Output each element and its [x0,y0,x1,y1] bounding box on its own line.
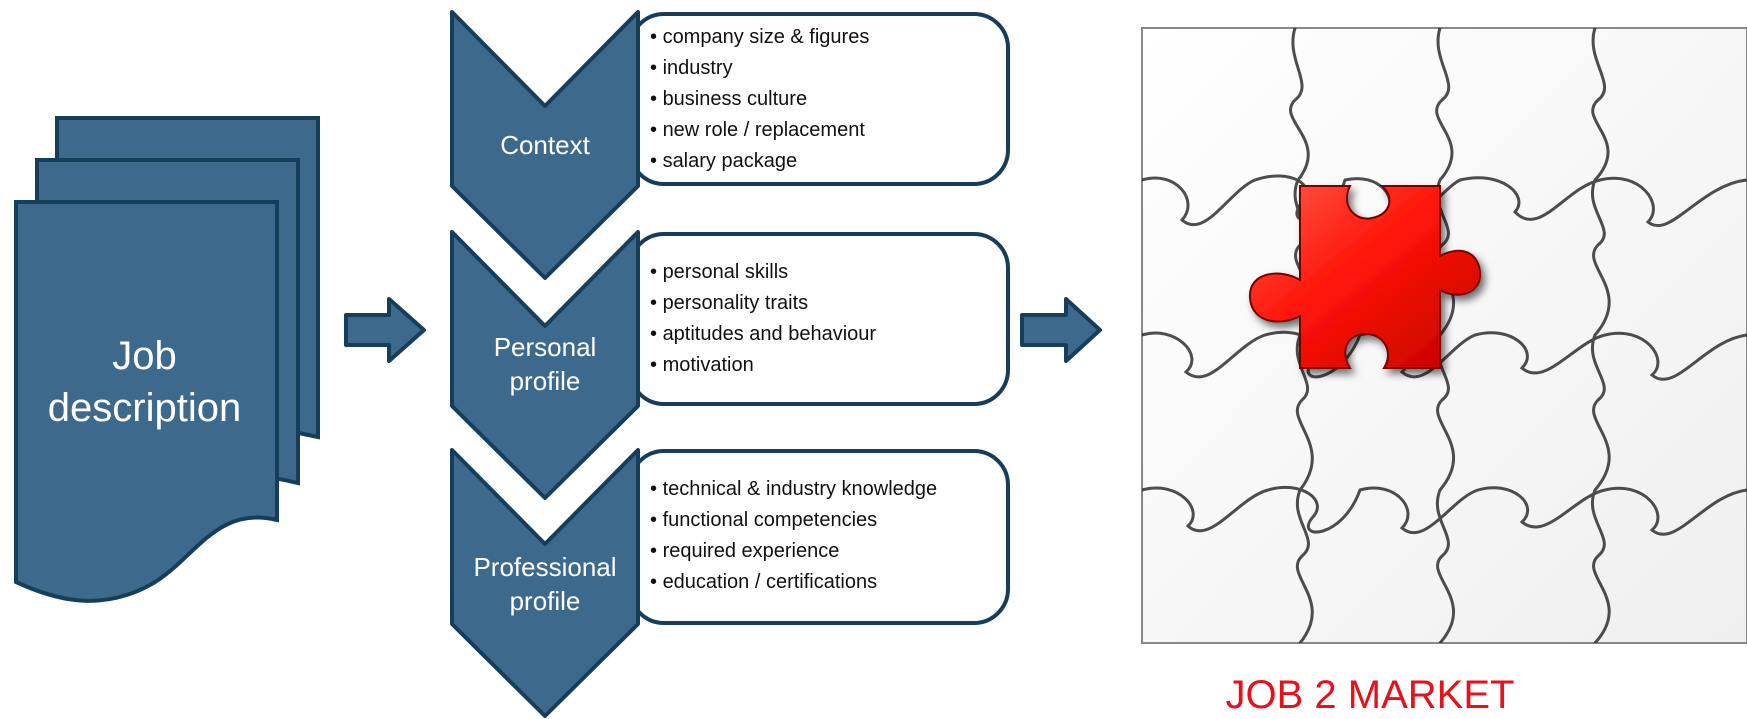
professional-profile-item: functional competencies [650,505,937,536]
personal-profile-item: aptitudes and behaviour [650,319,877,350]
personal-profile-item: motivation [650,350,876,381]
puzzle-image [1141,27,1747,644]
personal-profile-label-line2: profile [509,366,581,396]
professional-profile-chevron [450,448,640,718]
puzzle-piece-icon [1248,185,1482,369]
personal-profile-label-line1: Personal [493,332,597,362]
personal-profile-item: personal skills [650,257,876,288]
arrow-right-icon [344,297,426,363]
professional-profile-label-line2: profile [509,586,581,616]
context-item-list: company size & figures industry business… [650,22,870,177]
arrow-right-icon [1020,297,1102,363]
context-chevron [450,10,640,280]
context-item: business culture [650,84,869,115]
professional-profile-item: education / certifications [650,567,937,598]
context-label-line1: Context [500,130,590,160]
context-label: Context [452,128,638,162]
professional-profile-item: technical & industry knowledge [650,474,938,505]
personal-profile-item: personality traits [650,288,876,319]
document-page-front [14,200,279,603]
professional-profile-item-list: technical & industry knowledge functiona… [650,474,938,598]
context-item: new role / replacement [650,115,869,146]
personal-profile-chevron [450,230,640,500]
professional-profile-item: required experience [650,536,937,567]
document-label-line1: Job [112,334,177,378]
document-label: Job description [12,330,277,434]
document-label-line2: description [47,386,242,430]
professional-profile-label: Professional profile [452,550,638,618]
personal-profile-label: Personal profile [452,330,638,398]
professional-profile-label-line1: Professional [473,552,617,582]
context-item: industry [650,53,869,84]
context-item: company size & figures [650,22,870,53]
context-item: salary package [650,146,869,177]
document-stack-icon [14,116,320,603]
job-2-market-caption: JOB 2 MARKET [1225,673,1515,717]
personal-profile-item-list: personal skills personality traits aptit… [650,257,877,381]
